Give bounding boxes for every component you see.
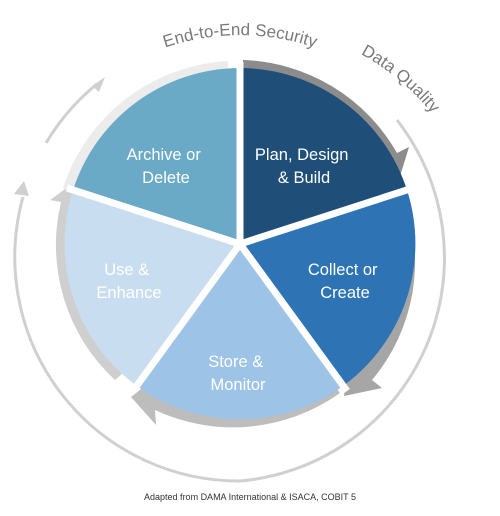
segment-store-label: Store & Monitor	[208, 353, 268, 394]
segment-store[interactable]	[137, 244, 343, 420]
outer-ring	[13, 77, 446, 483]
outer-ring-arc-left	[13, 196, 241, 483]
outer-ring-arc-top	[44, 82, 98, 144]
outer-ring-arrowhead-left	[14, 181, 29, 196]
segment-plan-label: Plan, Design & Build	[255, 146, 353, 187]
quality-ring-label: Data Quality	[359, 41, 444, 117]
lifecycle-segments	[64, 68, 416, 420]
segment-labels: Plan, Design & Build Collect or Create S…	[96, 146, 382, 394]
quality-arrow-bottom	[131, 374, 340, 428]
outer-ring-arrowhead-top	[92, 77, 105, 92]
segment-dividers	[65, 62, 415, 394]
divider-right	[238, 184, 415, 248]
segment-collect-label: Collect or Create	[308, 261, 382, 302]
divider-bottom-right	[237, 241, 350, 394]
segment-collect[interactable]	[240, 190, 416, 386]
segment-use[interactable]	[64, 190, 240, 386]
segment-use-label: Use & Enhance	[96, 261, 161, 302]
source-caption: Adapted from DAMA International & ISACA,…	[144, 492, 356, 502]
divider-left	[65, 184, 242, 248]
outer-ring-arc-right	[239, 119, 446, 483]
segment-archive-label: Archive or Delete	[127, 146, 206, 187]
divider-bottom-left	[130, 241, 243, 394]
security-ring-label: End-to-End Security	[161, 20, 320, 51]
